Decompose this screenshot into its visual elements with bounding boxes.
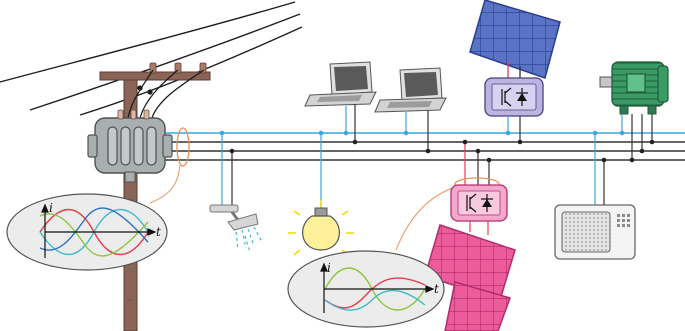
- solar-panel-icon: [469, 0, 561, 79]
- transformer-icon: [87, 109, 173, 183]
- current-axis-label-left: i: [49, 201, 53, 215]
- solar-panel-icon: [424, 224, 516, 331]
- transformer-feed-wires: [127, 69, 205, 119]
- light-bulb-icon: [288, 200, 354, 256]
- waveform-bubble-left: i t: [6, 193, 168, 271]
- time-axis-label-left: t: [156, 225, 161, 239]
- current-probe-left: [149, 127, 190, 204]
- load-connections: [221, 104, 653, 208]
- inverter-icon: [450, 184, 508, 222]
- distribution-bus: [160, 132, 685, 161]
- time-axis-label-middle: t: [434, 282, 439, 296]
- overhead-cables: [0, 1, 303, 116]
- current-axis-label-middle: i: [327, 261, 331, 275]
- waveform-bubble-middle: i t: [287, 250, 445, 328]
- laptop-icon: [304, 61, 447, 113]
- junction-dots: [219, 130, 655, 163]
- solar-feed-wires: [507, 62, 521, 78]
- lower-solar-feed: [469, 221, 489, 235]
- shower-icon: [209, 204, 263, 253]
- inverter-icon: [484, 77, 544, 117]
- microwave-icon: [554, 204, 636, 260]
- motor-icon: [599, 61, 669, 115]
